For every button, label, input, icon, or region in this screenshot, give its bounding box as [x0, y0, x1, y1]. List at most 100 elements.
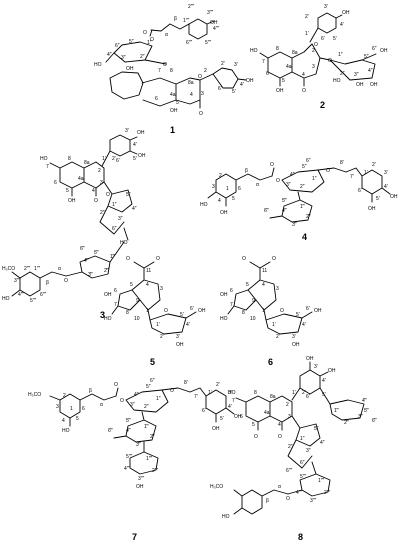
atom-label: 3′ [125, 128, 129, 134]
atom-label: α [256, 182, 259, 188]
atom-label: 2′ [372, 162, 376, 168]
atom-label: 10 [134, 316, 140, 322]
atom-label: 1‴ [110, 254, 115, 260]
atom-label: HO [333, 78, 341, 84]
atom-label: 4‴ [362, 398, 367, 404]
atom-label: 8a [270, 394, 276, 400]
atom-label: 6‴ [264, 208, 269, 214]
atom-label: OH [380, 48, 388, 54]
atom-label: 7′ [350, 174, 354, 180]
atom-label: 5′ [376, 196, 380, 202]
atom-label: OH [176, 342, 184, 348]
atom-label: 3‴ [136, 442, 141, 448]
atom-label: 2′ [112, 156, 116, 162]
atom-label: O [242, 256, 246, 262]
atom-label: 5″″ [126, 454, 133, 460]
atom-label: 4″ [132, 206, 137, 212]
atom-label: 6 [114, 288, 117, 294]
compound-1: 2″″ 3″″ 4″″ 5″″ 6″″ 1″″ β α 6″ 5″ 4″ 3″ … [94, 4, 254, 135]
atom-label: H₃CO [210, 484, 223, 490]
compound-number: 4 [302, 232, 307, 242]
atom-label: 4″″ [18, 292, 25, 298]
atom-label: 2″″ [324, 490, 331, 496]
atom-label: 4a [264, 410, 270, 416]
atom-label: O [328, 58, 332, 64]
atom-label: 3″ [306, 448, 311, 454]
atom-label: 6″ [115, 43, 120, 49]
atom-label: 1″ [338, 52, 343, 58]
atom-label: OH [292, 342, 300, 348]
atom-label: OH [126, 66, 134, 72]
compound-1-bonds [105, 18, 247, 109]
atom-label: 2″ [144, 404, 149, 410]
atom-label: O [276, 178, 280, 184]
compound-number: 7 [132, 532, 137, 542]
atom-label: 6′ [116, 158, 120, 164]
atom-label: 11 [146, 268, 151, 274]
atom-label: 5 [76, 416, 79, 422]
atom-label: HO [220, 316, 228, 322]
atom-label: HO [104, 316, 112, 322]
atom-label: 8 [126, 310, 129, 316]
compound-3: 2′ 3′ 4′ 5′ 6′ 1′ 7 8 8a 4a 2 3 4 5 6 1″… [2, 128, 146, 320]
compound-4-bonds [207, 167, 391, 223]
atom-label: 3 [201, 91, 204, 97]
compound-number: 3 [100, 310, 105, 320]
atom-label: 4′ [186, 322, 190, 328]
atom-label: 6 [155, 96, 158, 102]
atom-label: 4 [218, 198, 221, 204]
atom-label: 3″ [286, 182, 291, 188]
compound-8-labels: 2′ 3′ 4′ 5′ 6′ 1′ 7 8 8a 4a 2 3 4 5 6 1″… [210, 356, 377, 520]
atom-label: 1‴ [300, 204, 305, 210]
atom-label: 8 [170, 68, 173, 74]
atom-label: 8 [276, 46, 279, 52]
atom-label: 3‴ [292, 222, 297, 228]
atom-label: O [126, 256, 130, 262]
atom-label: 6 [82, 406, 85, 412]
atom-label: 7 [158, 68, 161, 74]
atom-label: 5 [66, 188, 69, 194]
atom-label: O [286, 496, 290, 502]
atom-label: 6′ [321, 36, 325, 42]
atom-label: 3′ [292, 334, 296, 340]
atom-label: 1′ [292, 390, 296, 396]
atom-label: 1 [146, 308, 149, 314]
atom-label: 4′ [302, 322, 306, 328]
atom-label: 7 [230, 302, 233, 308]
atom-label: 7 [262, 59, 265, 65]
atom-label: OH [368, 206, 376, 212]
atom-label: 2‴ [344, 420, 349, 426]
atom-label: O [163, 62, 167, 68]
atom-label: OH [136, 484, 144, 490]
atom-label: OH [68, 198, 76, 204]
atom-label: 6″″ [186, 40, 193, 46]
atom-label: β [174, 16, 177, 22]
atom-label: 3″″ [310, 498, 317, 504]
atom-label: 1″ [156, 396, 161, 402]
atom-label: 6″ [300, 460, 305, 466]
atom-label: 8′ [340, 160, 344, 166]
atom-label: 6 [238, 186, 241, 192]
atom-label: 4″ [134, 392, 139, 398]
atom-label: 1 [262, 308, 265, 314]
atom-label: 3‴ [358, 414, 363, 420]
atom-label: 4 [62, 418, 65, 424]
atom-label: 5″ [314, 426, 319, 432]
atom-label: 5′ [333, 36, 337, 42]
atom-label: OH [370, 82, 378, 88]
compound-2: 3′ 2′ 1′ 4′ 5′ 6′ 8 7 8a 4a 6 5 2 3 4 1″… [250, 4, 388, 110]
atom-label: 6‴ [80, 246, 85, 252]
atom-label: HO [250, 48, 258, 54]
atom-label: 4a [170, 92, 176, 98]
compound-number: 6 [268, 357, 273, 367]
atom-label: 3′ [228, 390, 232, 396]
atom-label: O [326, 168, 330, 174]
atom-label: 5 [282, 78, 285, 84]
atom-label: OH [306, 356, 314, 362]
compound-3-bonds [11, 134, 138, 297]
atom-label: 5″″ [300, 474, 307, 480]
atom-label: 2 [98, 168, 101, 174]
atom-label: 2‴ [306, 214, 311, 220]
atom-label: 2″″ [152, 468, 159, 474]
atom-label: O [198, 74, 202, 80]
